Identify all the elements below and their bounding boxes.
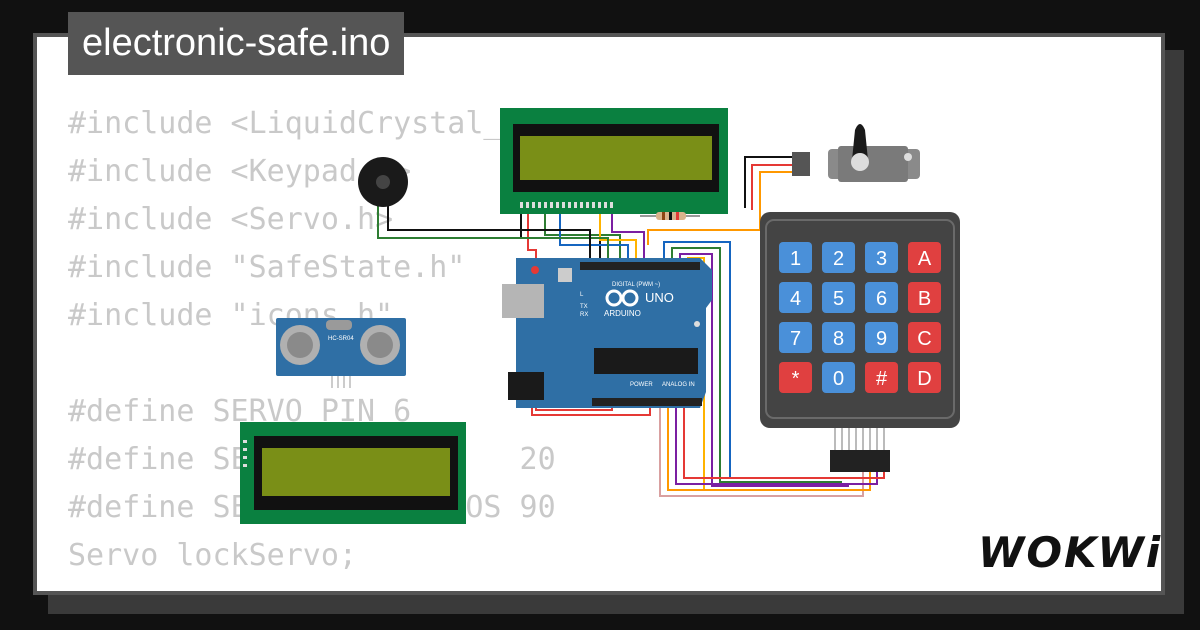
sensor-label: HC-SR04 — [328, 336, 354, 342]
keypad-key-6[interactable] — [865, 282, 898, 313]
servo-connector — [792, 152, 810, 176]
l-label: L — [580, 292, 584, 298]
board-model: UNO — [645, 290, 674, 305]
wire-lcd-d5 — [611, 212, 645, 268]
keypad[interactable]: 1 2 3 A 4 5 6 B 7 8 9 C * 0 # D — [760, 212, 960, 472]
keypad-key-D[interactable] — [908, 362, 941, 393]
lcd-top-pins — [520, 202, 613, 208]
power-label: POWER — [630, 382, 653, 388]
power-led — [531, 266, 539, 274]
keypad-key-label: 7 — [790, 328, 801, 350]
buzzer[interactable] — [358, 157, 408, 207]
keypad-key-label: 8 — [833, 328, 844, 350]
lcd-bottom-pins — [243, 440, 247, 467]
keypad-key-3[interactable] — [865, 242, 898, 273]
analog-header — [592, 398, 702, 406]
keypad-key-label: # — [876, 368, 888, 390]
wire-lcd-rs — [544, 212, 621, 268]
arduino-uno[interactable]: UNO ARDUINO DIGITAL (PWM ~) ANALOG IN PO… — [502, 258, 712, 408]
lcd-bottom-screen — [262, 448, 450, 496]
servo[interactable] — [792, 124, 920, 182]
wire-lcd-d4 — [599, 212, 637, 268]
power-jack — [508, 372, 544, 400]
rx-label: RX — [580, 312, 588, 318]
keypad-key-7[interactable] — [779, 322, 812, 353]
project-title[interactable]: electronic-safe.ino — [68, 12, 405, 75]
keypad-key-label: 5 — [833, 288, 844, 310]
keypad-key-label: * — [792, 368, 800, 390]
sensor-crystal — [326, 320, 352, 330]
code-line: #include <Servo.h> — [68, 202, 394, 237]
keypad-key-#[interactable] — [865, 362, 898, 393]
keypad-connector — [830, 450, 890, 472]
servo-horn — [852, 124, 868, 160]
tx-label: TX — [580, 304, 588, 310]
keypad-key-0[interactable] — [822, 362, 855, 393]
code-line: Servo lockServo; — [68, 538, 357, 573]
code-line: #include "SafeState.h" — [68, 250, 466, 285]
servo-case — [838, 146, 908, 182]
digital-header — [580, 262, 700, 270]
wires — [377, 156, 885, 497]
arduino-infinity-icon — [605, 289, 639, 307]
digital-label: DIGITAL (PWM ~) — [612, 282, 660, 288]
wire-buzzer-gnd — [387, 200, 591, 268]
keypad-key-label: 1 — [790, 248, 801, 270]
keypad-key-label: B — [918, 288, 931, 310]
wire-keypad-c2 — [667, 402, 871, 491]
keypad-border — [765, 219, 955, 419]
keypad-key-5[interactable] — [822, 282, 855, 313]
atmega-chip — [594, 348, 698, 374]
mount-hole — [694, 321, 700, 327]
buzzer-hole — [376, 175, 390, 189]
lcd-top-screen — [520, 136, 712, 180]
servo-shaft — [851, 153, 869, 171]
reset-button — [558, 268, 572, 282]
lcd-top[interactable] — [500, 108, 728, 214]
wire-servo-gnd — [744, 156, 793, 208]
ultrasonic-sensor[interactable]: HC-SR04 — [276, 318, 406, 388]
keypad-key-label: 2 — [833, 248, 844, 270]
keypad-ribbon — [834, 428, 885, 450]
wire-keypad-c4 — [683, 402, 885, 479]
servo-screw — [904, 153, 912, 161]
wire-servo-vcc — [751, 164, 793, 210]
keypad-key-label: 0 — [833, 368, 844, 390]
board-brand: ARDUINO — [604, 309, 641, 318]
keypad-key-A[interactable] — [908, 242, 941, 273]
lcd-bottom[interactable] — [240, 422, 466, 524]
usb-port — [502, 284, 544, 318]
keypad-key-C[interactable] — [908, 322, 941, 353]
keypad-key-B[interactable] — [908, 282, 941, 313]
wokwi-logo: WOKWi — [978, 528, 1163, 577]
keypad-key-1[interactable] — [779, 242, 812, 273]
keypad-key-label: A — [918, 248, 932, 270]
keypad-key-*[interactable] — [779, 362, 812, 393]
keypad-key-4[interactable] — [779, 282, 812, 313]
wire-buzzer-sig — [377, 200, 609, 268]
sensor-pins — [331, 376, 351, 388]
keypad-key-8[interactable] — [822, 322, 855, 353]
keypad-key-label: 3 — [876, 248, 887, 270]
keypad-key-label: 6 — [876, 288, 887, 310]
keypad-keys: 1 2 3 A 4 5 6 B 7 8 9 C * 0 # D — [779, 242, 941, 393]
keypad-key-label: D — [917, 368, 931, 390]
wire-lcd-en — [559, 212, 629, 268]
keypad-key-label: 4 — [790, 288, 801, 310]
analog-label: ANALOG IN — [662, 382, 695, 388]
wire-keypad-r2 — [671, 247, 842, 483]
keypad-key-9[interactable] — [865, 322, 898, 353]
keypad-key-2[interactable] — [822, 242, 855, 273]
keypad-key-label: C — [917, 328, 931, 350]
keypad-key-label: 9 — [876, 328, 887, 350]
resistor[interactable] — [640, 212, 700, 220]
